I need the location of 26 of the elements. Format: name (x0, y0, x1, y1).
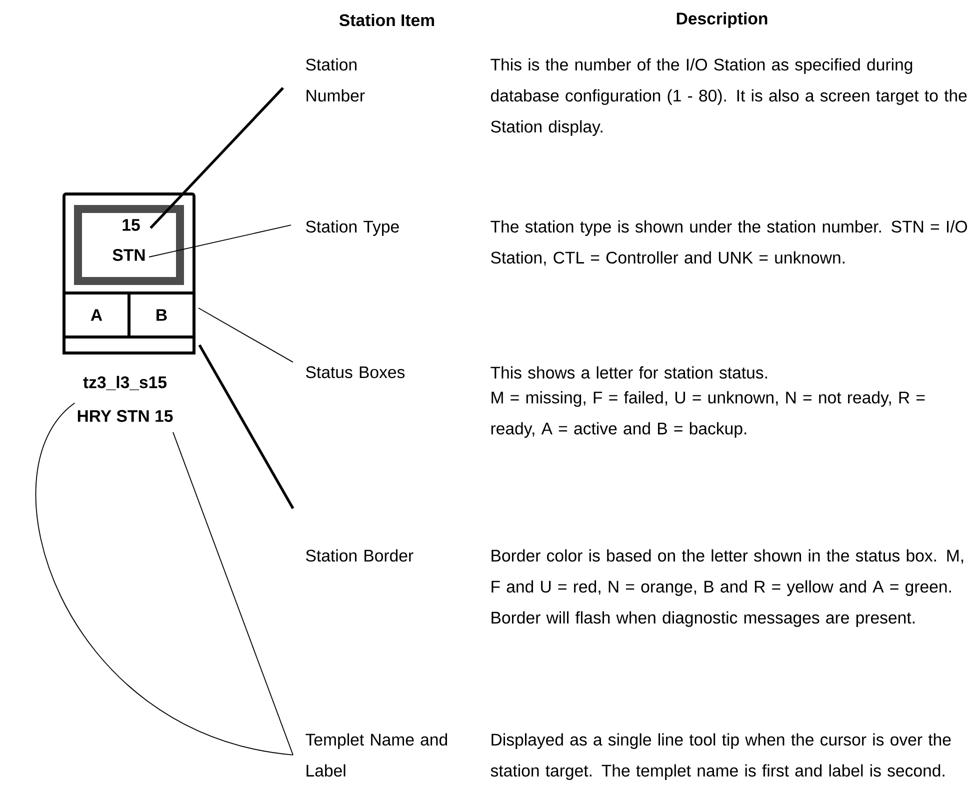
column-header: Station Item (339, 14, 434, 26)
status-box: B (128, 292, 196, 338)
leader-line (150, 87, 284, 229)
leader-line (148, 224, 292, 258)
leader-line (172, 432, 294, 756)
leader-line (198, 308, 294, 363)
description-text: M = missing, F = failed, U = unknown, N = not ready, R = ready, A = active and B = backup. (491, 391, 925, 438)
symbol-text: HRY STN 15 (78, 410, 173, 422)
station-item-text: Station Type (306, 220, 399, 236)
station-item-text: Templet Name and Label (306, 733, 448, 777)
description-text: The station type is shown under the station number. STN = I/O Station, CTL = Controller and UNK = unknown. (490, 220, 968, 266)
station-item-text: Station Number (306, 58, 365, 102)
leader-line (36, 402, 294, 756)
description-text: This shows a letter for station status. (490, 366, 767, 379)
column-header: Description (676, 12, 768, 28)
leader-line (198, 344, 294, 510)
status-box: A (62, 292, 130, 338)
station-item-text: Station Border (306, 549, 414, 562)
symbol-text: tz3_l3_s15 (83, 376, 167, 390)
description-text: Border color is based on the letter shown in the status box. M, F and U = red, N = orange, B and R = yellow and A = green. Border will flash when diagnostic messages are present. (492, 549, 964, 627)
symbol-text: STN (112, 249, 145, 261)
description-text: Displayed as a single line tool tip when the cursor is over the station target. The templet name is first and label is second. (490, 733, 951, 780)
station-item-text: Status Boxes (306, 366, 405, 378)
description-text: This is the number of the I/O Station as specified during database configuration (1 - 80). It is also a screen target to the Station display. (490, 58, 967, 136)
bottom-bar (62, 336, 196, 354)
symbol-text: 15 (122, 219, 140, 231)
